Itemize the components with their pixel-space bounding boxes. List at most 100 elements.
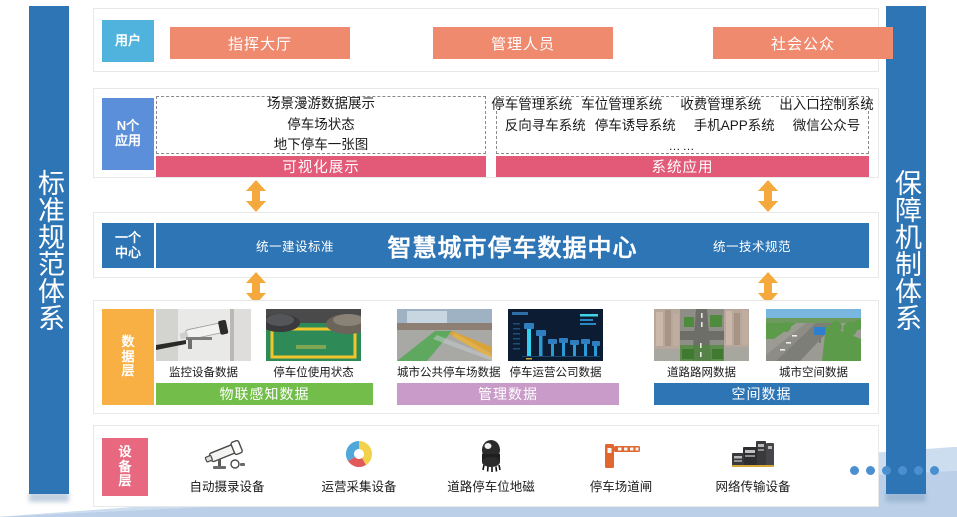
system-application-bar-label: 系统应用	[651, 160, 714, 176]
left-pillar-shadow	[29, 492, 69, 502]
device-item-collection[interactable]: 运营采集设备	[304, 434, 414, 495]
center-layer-row: 一个 中心 统一建设标准 智慧城市停车数据中心 统一技术规范	[93, 212, 879, 278]
city-space-photo	[766, 309, 861, 361]
left-pillar-label: 标准规范体系	[34, 169, 65, 331]
data-category-label: 管理数据	[478, 386, 538, 402]
data-dashboard-photo	[508, 309, 603, 361]
data-thumb-caption: 道路路网数据	[667, 367, 736, 379]
data-layer-tag-char: 数	[121, 333, 135, 349]
center-layer-tag: 一个 中心	[102, 223, 154, 268]
system-application-item: 停车管理系统	[491, 96, 573, 112]
user-box-label: 社会公众	[770, 35, 835, 53]
device-layer-tag: 设 备 层	[102, 438, 148, 496]
system-application-item: 反向寻车系统	[504, 117, 586, 133]
device-layer-row: 设 备 层 自动摄录设备	[93, 425, 939, 507]
application-layer-tag-line1: N个	[116, 118, 140, 134]
dot	[914, 466, 923, 475]
arrow-up-down-left-upper	[245, 180, 267, 212]
data-thumb-parking-space[interactable]: 停车位使用状态	[266, 309, 361, 380]
dot	[898, 466, 907, 475]
dot	[850, 466, 859, 475]
device-item-camera[interactable]: 自动摄录设备	[172, 434, 282, 495]
system-application-item: 车位管理系统	[581, 96, 663, 112]
urban-road-photo	[397, 309, 492, 361]
system-application-ellipsis: ……	[668, 138, 697, 153]
data-category-label: 物联感知数据	[219, 386, 310, 402]
data-center-bar[interactable]: 统一建设标准 智慧城市停车数据中心 统一技术规范	[156, 223, 869, 268]
device-item-caption: 道路停车位地磁	[447, 480, 535, 494]
user-box-managers[interactable]: 管理人员	[433, 27, 613, 59]
data-thumb-caption: 城市公共停车场数据	[397, 367, 501, 379]
device-item-caption: 停车场道闸	[589, 480, 653, 494]
application-layer-tag: N个 应用	[102, 98, 154, 170]
data-thumb-road-network[interactable]: 道路路网数据	[654, 309, 749, 380]
right-pillar-shadow	[886, 492, 926, 502]
network-server-icon	[698, 434, 808, 476]
data-category-management[interactable]: 管理数据	[397, 383, 619, 405]
dot	[930, 466, 939, 475]
system-application-bar[interactable]: 系统应用	[496, 156, 869, 177]
data-thumb-caption: 停车位使用状态	[273, 367, 354, 379]
parking-barrier-icon	[566, 434, 676, 476]
user-box-public[interactable]: 社会公众	[713, 27, 893, 59]
device-layer-tag-char: 层	[118, 473, 132, 489]
data-category-iot[interactable]: 物联感知数据	[156, 383, 373, 405]
visualization-bar-label: 可视化展示	[282, 160, 360, 176]
data-thumb-caption: 停车运营公司数据	[509, 367, 602, 379]
surveillance-camera-photo	[156, 309, 251, 361]
user-layer-tag-label: 用户	[114, 32, 141, 48]
data-thumb-public-parking[interactable]: 城市公共停车场数据	[397, 309, 501, 380]
user-box-command-hall[interactable]: 指挥大厅	[170, 27, 350, 59]
data-thumb-caption: 监控设备数据	[169, 367, 238, 379]
system-application-item: 出入口控制系统	[779, 96, 874, 112]
data-layer-row: 数 据 层	[93, 300, 879, 414]
cctv-camera-icon	[172, 434, 282, 476]
center-layer-tag-line1: 一个	[114, 229, 141, 245]
data-collection-icon	[304, 434, 414, 476]
data-thumb-operator[interactable]: 停车运营公司数据	[508, 309, 603, 380]
device-item-barrier[interactable]: 停车场道闸	[566, 434, 676, 495]
device-item-geomagnetic[interactable]: 道路停车位地磁	[436, 434, 546, 495]
left-pillar-standards: 标准规范体系	[29, 6, 69, 494]
visualization-item: 停车场状态	[287, 116, 355, 132]
data-thumb-surveillance[interactable]: 监控设备数据	[156, 309, 251, 380]
device-item-caption: 自动摄录设备	[189, 480, 265, 494]
system-application-item: 手机APP系统	[693, 117, 775, 133]
center-right-subtitle: 统一技术规范	[712, 240, 791, 254]
system-application-row: 反向寻车系统停车诱导系统手机APP系统微信公众号	[505, 116, 861, 137]
system-application-item: 停车诱导系统	[594, 117, 676, 133]
arrow-up-down-right-lower	[757, 272, 779, 304]
data-thumb-city-space[interactable]: 城市空间数据	[766, 309, 861, 380]
center-layer-tag-line2: 中心	[114, 244, 141, 260]
visualization-bar[interactable]: 可视化展示	[156, 156, 486, 177]
user-layer-row: 用户 指挥大厅 管理人员 社会公众	[93, 8, 893, 72]
system-application-item: 收费管理系统	[680, 96, 762, 112]
device-item-caption: 运营采集设备	[321, 480, 397, 494]
device-layer-tag-char: 设	[118, 443, 132, 459]
arrow-up-down-right-upper	[757, 180, 779, 212]
center-left-subtitle: 统一建设标准	[256, 240, 335, 254]
parking-space-photo	[266, 309, 361, 361]
road-network-photo	[654, 309, 749, 361]
geomagnetic-sensor-icon	[436, 434, 546, 476]
dot	[866, 466, 875, 475]
visualization-dashed-panel: 场景漫游数据展示 停车场状态 地下停车一张图	[156, 96, 486, 154]
data-layer-tag-char: 层	[121, 363, 135, 379]
user-box-label: 管理人员	[490, 35, 555, 53]
application-layer-row: N个 应用 场景漫游数据展示 停车场状态 地下停车一张图 可视化展示 停车管理系…	[93, 88, 879, 178]
visualization-item: 地下停车一张图	[273, 137, 369, 153]
data-category-label: 空间数据	[731, 386, 792, 402]
data-center-title: 智慧城市停车数据中心	[387, 235, 638, 262]
system-application-row: 停车管理系统车位管理系统 收费管理系统 出入口控制系统	[491, 95, 874, 116]
dot	[882, 466, 891, 475]
right-pillar-label: 保障机制体系	[891, 169, 922, 331]
user-box-label: 指挥大厅	[227, 35, 292, 53]
data-layer-tag-char: 据	[121, 348, 135, 364]
right-pillar-guarantee: 保障机制体系	[886, 6, 926, 494]
device-item-network[interactable]: 网络传输设备	[698, 434, 808, 495]
data-layer-tag: 数 据 层	[102, 309, 154, 405]
data-category-spatial[interactable]: 空间数据	[654, 383, 869, 405]
device-more-dots	[850, 466, 939, 475]
data-thumb-caption: 城市空间数据	[779, 367, 848, 379]
